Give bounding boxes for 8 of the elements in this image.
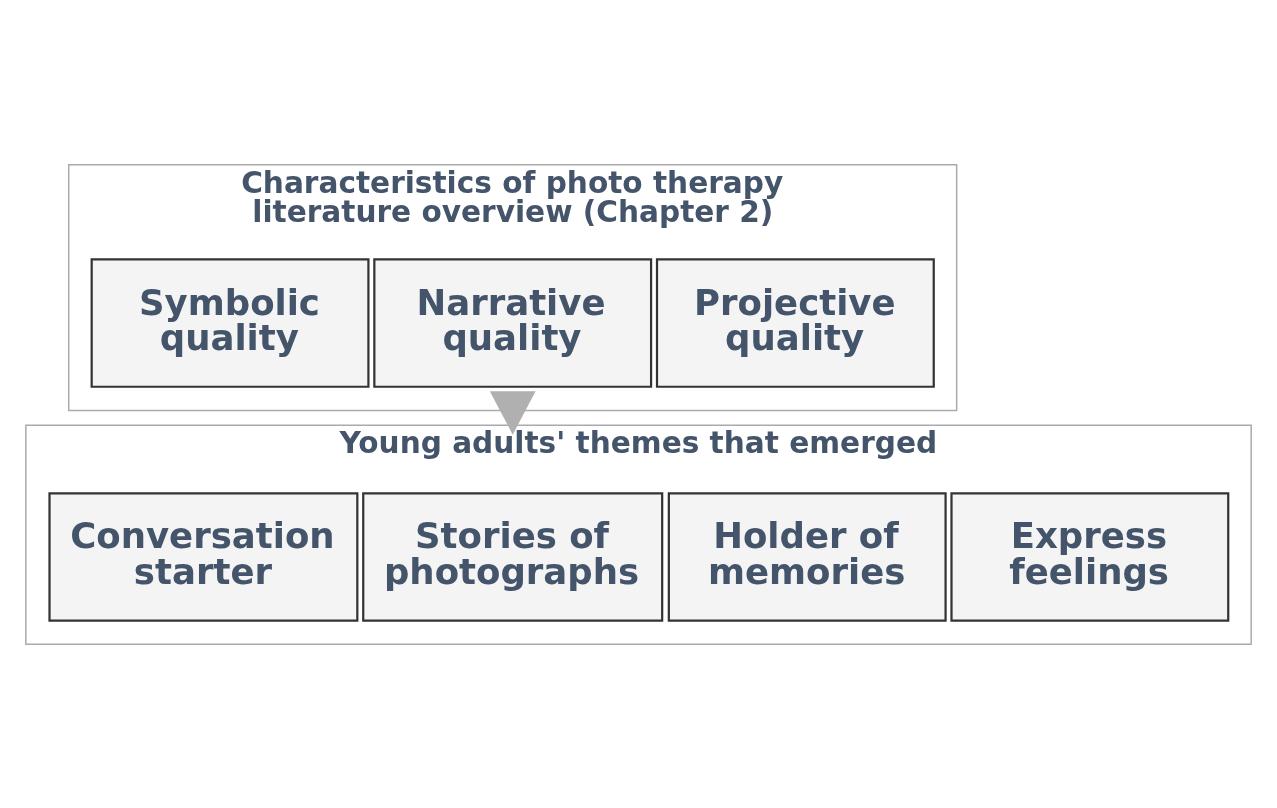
node-box: Symbolic quality bbox=[90, 257, 370, 388]
node-box: Projective quality bbox=[655, 257, 935, 388]
node-box: Stories of photographs bbox=[362, 491, 664, 622]
node-box: Narrative quality bbox=[373, 257, 653, 388]
node-box: Holder of memories bbox=[667, 491, 947, 622]
arrow bbox=[489, 390, 536, 435]
node-box: Express feelings bbox=[950, 491, 1230, 622]
node-box: Conversation starter bbox=[48, 491, 359, 622]
